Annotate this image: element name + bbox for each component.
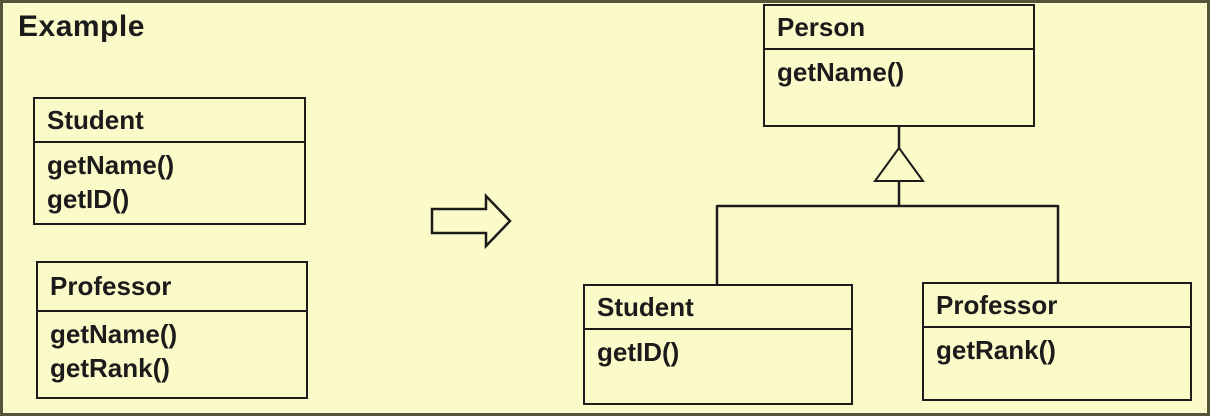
class-method: getRank() xyxy=(936,335,1056,365)
class-method-list: getName() xyxy=(765,50,1033,94)
right-block-arrow-icon xyxy=(430,192,512,250)
class-method: getID() xyxy=(47,184,130,214)
class-method: getName() xyxy=(777,57,905,87)
class-method: getID() xyxy=(597,337,680,367)
class-method: getName() xyxy=(50,319,178,349)
class-box-professor-before: Professor getName() getRank() xyxy=(36,261,308,399)
class-name: Professor xyxy=(38,263,306,312)
class-method-list: getRank() xyxy=(924,328,1190,372)
class-method-list: getName() getID() xyxy=(35,143,304,221)
class-method: getRank() xyxy=(50,353,170,383)
class-box-student-after: Student getID() xyxy=(583,284,853,405)
class-method: getName() xyxy=(47,150,175,180)
class-name: Professor xyxy=(924,284,1190,328)
generalization-triangle-icon xyxy=(873,146,925,182)
class-box-professor-after: Professor getRank() xyxy=(922,282,1192,401)
class-method-list: getID() xyxy=(585,330,851,374)
class-name: Student xyxy=(35,99,304,143)
class-box-student-before: Student getName() getID() xyxy=(33,97,306,225)
diagram-title: Example xyxy=(18,10,145,43)
class-name: Person xyxy=(765,6,1033,50)
class-name: Student xyxy=(585,286,851,330)
class-box-person: Person getName() xyxy=(763,4,1035,127)
class-method-list: getName() getRank() xyxy=(38,312,306,390)
